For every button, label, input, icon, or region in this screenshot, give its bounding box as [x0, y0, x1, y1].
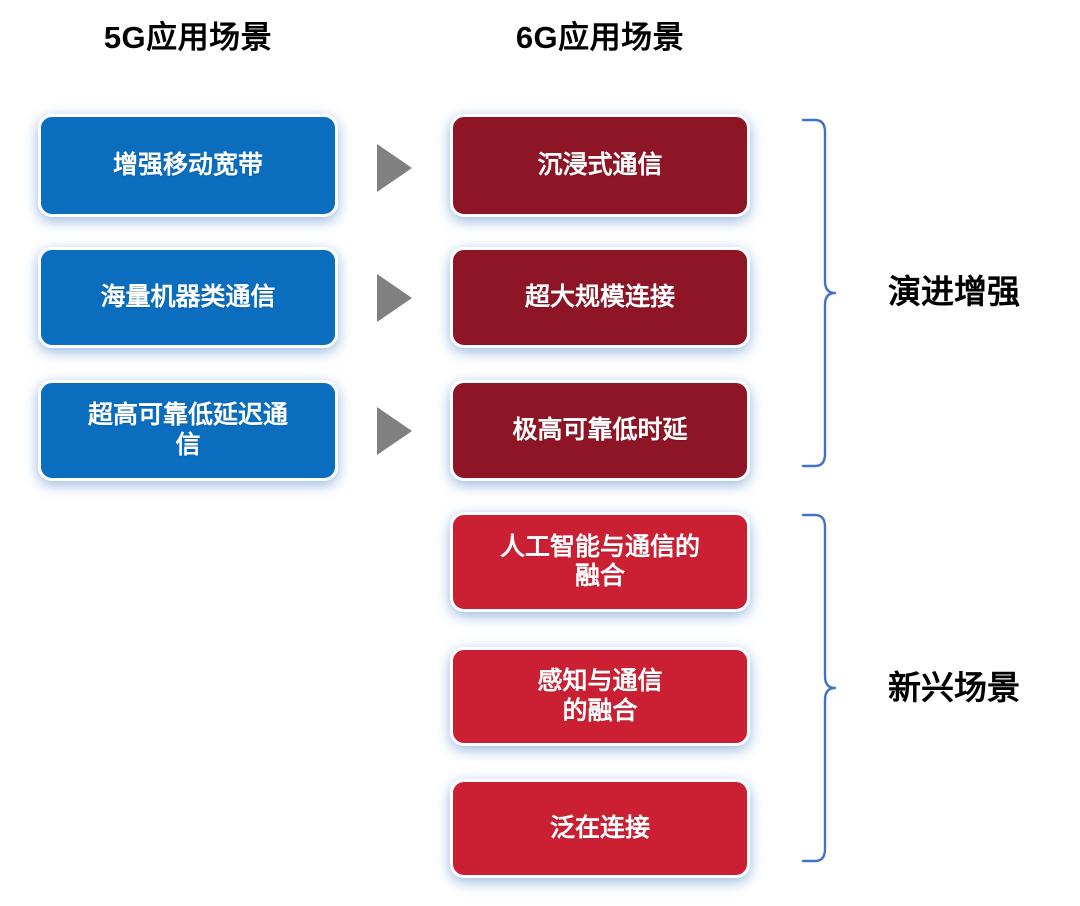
node-6g-sensing-communication-integration[interactable]: 感知与通信 的融合	[450, 647, 750, 746]
node-label: 增强移动宽带	[112, 150, 263, 179]
node-5g-enhanced-mobile-broadband[interactable]: 增强移动宽带	[38, 114, 338, 217]
arrow-right-icon	[377, 144, 412, 192]
node-5g-massive-machine-type-communication[interactable]: 海量机器类通信	[38, 247, 338, 348]
node-label: 海量机器类通信	[100, 282, 276, 311]
node-5g-ultra-reliable-low-latency-communication[interactable]: 超高可靠低延迟通 信	[38, 380, 338, 481]
arrow-right-icon	[377, 274, 412, 322]
node-6g-ai-communication-integration[interactable]: 人工智能与通信的 融合	[450, 512, 750, 612]
group-label-emerging: 新兴场景	[888, 669, 1020, 706]
group-label-evolution: 演进增强	[888, 273, 1020, 310]
node-label: 感知与通信 的融合	[537, 667, 663, 725]
node-label: 沉浸式通信	[537, 150, 663, 179]
node-label: 超大规模连接	[524, 282, 675, 311]
arrow-right-icon	[377, 407, 412, 455]
node-6g-ultra-reliable-low-latency[interactable]: 极高可靠低时延	[450, 380, 750, 481]
node-label: 极高可靠低时延	[512, 415, 688, 444]
node-6g-ubiquitous-connectivity[interactable]: 泛在连接	[450, 779, 750, 878]
column-title-6g: 6G应用场景	[515, 20, 685, 55]
node-label: 超高可靠低延迟通 信	[87, 401, 288, 459]
node-label: 人工智能与通信的 融合	[499, 532, 700, 591]
brace-emerging	[801, 513, 837, 863]
node-label: 泛在连接	[549, 813, 650, 842]
column-title-5g: 5G应用场景	[103, 20, 273, 55]
brace-evolution	[801, 118, 837, 468]
node-6g-immersive-communication[interactable]: 沉浸式通信	[450, 114, 750, 217]
node-6g-massive-connectivity[interactable]: 超大规模连接	[450, 247, 750, 348]
